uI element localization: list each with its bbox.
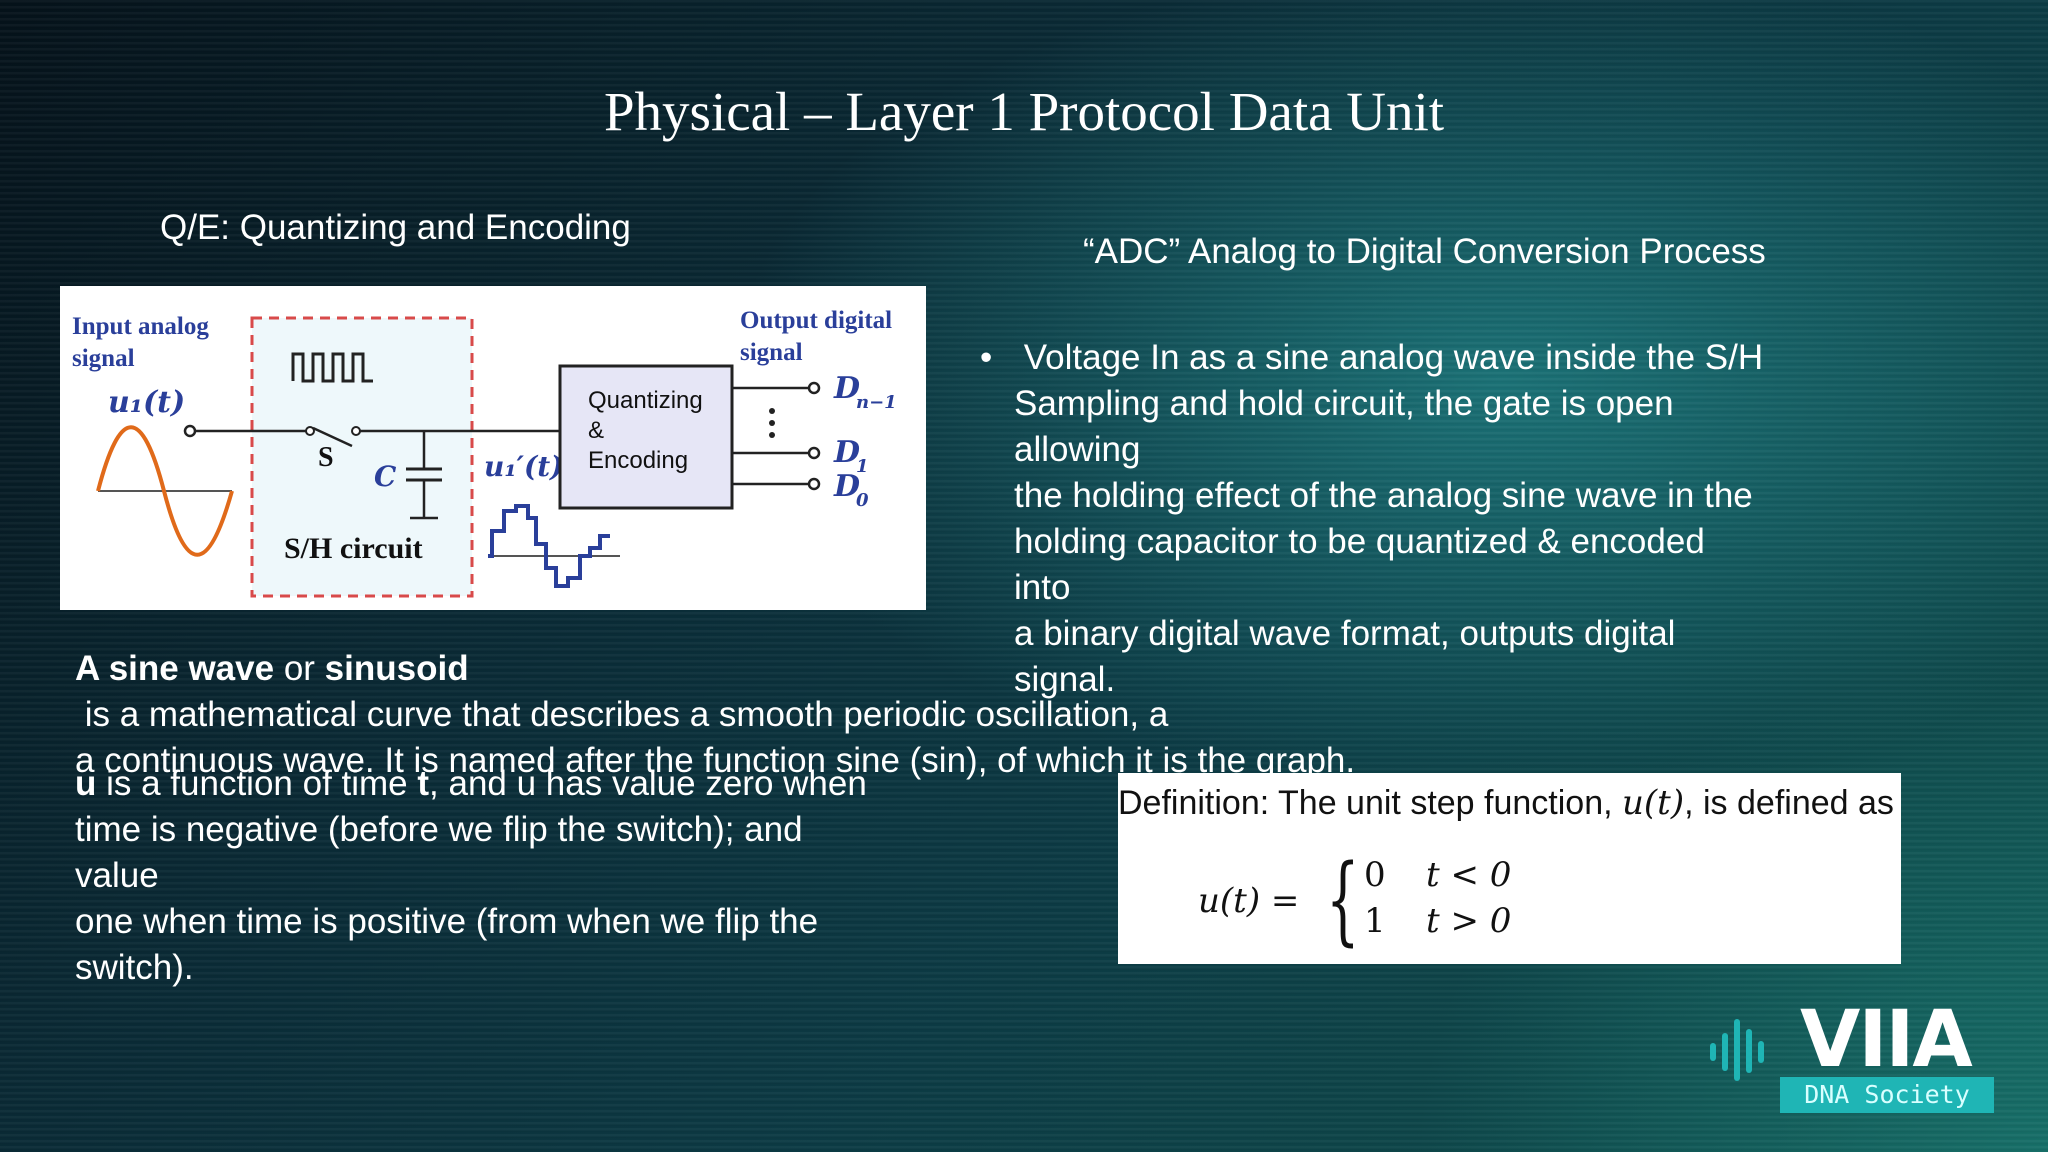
input-label-line2: signal: [72, 345, 135, 372]
switch-icon: [312, 426, 353, 448]
held-signal-variable: u₁′(t): [484, 450, 563, 483]
formula-row1-value: 0: [1364, 855, 1386, 895]
output-label-bottom-sub: 0: [856, 490, 869, 511]
sinusoid-term-bold: sinusoid: [324, 649, 469, 688]
formula-row2-condition: t > 0: [1426, 901, 1512, 941]
switch-label: S: [318, 442, 334, 473]
output-label-bottom: D: [833, 469, 860, 504]
unit-step-formula: u(t) = { 0 t < 0 1 t > 0: [1198, 845, 1798, 961]
bullet-marker: •: [980, 338, 993, 377]
input-variable: u₁(t): [108, 385, 185, 420]
bullet-text: Voltage In as a sine analog wave inside …: [1014, 335, 1764, 703]
output-terminal-mid: [807, 446, 821, 460]
output-label-mid: D: [833, 435, 860, 470]
u-text: is a function of time: [96, 764, 418, 803]
output-label-top-sub: n−1: [856, 392, 897, 413]
output-label-top: D: [833, 371, 860, 406]
logo-name: VIIA: [1800, 995, 1973, 1085]
definition-function: u(t): [1622, 783, 1685, 823]
ellipsis-dot-2: [769, 420, 775, 426]
slide-title: Physical – Layer 1 Protocol Data Unit: [603, 81, 1445, 142]
bullet-line: Voltage In as a sine analog wave inside …: [1014, 338, 1764, 377]
sine-text: is a mathematical curve that describes a…: [75, 695, 1169, 734]
viia-logo: VIIA DNA Society: [1700, 995, 2000, 1115]
sine-wave-paragraph: A sine wave or sinusoid is a mathematica…: [75, 646, 1475, 784]
held-staircase-wave: [488, 504, 610, 588]
adc-bullet: • Voltage In as a sine analog wave insid…: [980, 335, 1764, 703]
t-term-bold: t: [417, 764, 430, 803]
left-heading: Q/E: Quantizing and Encoding: [160, 208, 631, 247]
bullet-line: Sampling and hold circuit, the gate is o…: [1014, 384, 1674, 469]
sine-text: or: [274, 649, 325, 688]
sh-circuit-label: S/H circuit: [284, 532, 423, 565]
sample-hold-diagram-svg: Input analog signal u₁(t) S C S/H circui…: [72, 307, 897, 598]
formula-row-2: 1 t > 0: [1364, 901, 1511, 941]
definition-suffix: , is defined as: [1684, 784, 1894, 822]
u-text-line2: time is negative (before we flip the swi…: [75, 810, 803, 895]
formula-row2-value: 1: [1364, 901, 1386, 941]
right-heading: “ADC” Analog to Digital Conversion Proce…: [1083, 232, 1766, 271]
output-terminal-bottom: [807, 477, 821, 491]
definition-prefix: Definition: The unit step function,: [1118, 784, 1623, 822]
unit-step-definition-box: Definition: The unit step function, u(t)…: [1118, 773, 1901, 964]
sine-term-bold: A sine wave: [75, 649, 275, 688]
u-text: , and u has value zero when: [429, 764, 867, 803]
formula-row-1: 0 t < 0: [1364, 855, 1511, 895]
ellipsis-dot-1: [769, 408, 775, 414]
block-label-line1: Quantizing: [588, 387, 703, 414]
definition-line: Definition: The unit step function, u(t)…: [1118, 783, 1901, 823]
logo-subtitle: DNA Society: [1780, 1077, 1994, 1113]
input-label-line1: Input analog: [72, 313, 209, 340]
u-text-line3: one when time is positive (from when we …: [75, 902, 819, 987]
bullet-line: the holding effect of the analog sine wa…: [1014, 476, 1753, 515]
quantizing-encoding-block: [558, 364, 734, 510]
output-label-line2: signal: [740, 339, 803, 366]
output-label-mid-sub: 1: [856, 456, 869, 477]
block-label-line3: Encoding: [588, 447, 688, 474]
output-terminal-top: [807, 381, 821, 395]
output-label-line1: Output digital: [740, 307, 892, 334]
bullet-line: holding capacitor to be quantized & enco…: [1014, 522, 1705, 607]
switch-terminal-right: [351, 426, 361, 436]
formula-brace: {: [1326, 844, 1360, 956]
u-term-bold: u: [75, 764, 97, 803]
switch-terminal-left: [305, 426, 315, 436]
unit-step-paragraph: u is a function of time t, and u has val…: [75, 761, 895, 991]
input-terminal: [183, 424, 197, 438]
input-sine-wave: [96, 425, 234, 557]
clock-pulse-icon: [291, 352, 373, 383]
block-label-line2: &: [588, 417, 604, 444]
bullet-line: a binary digital wave format, outputs di…: [1014, 614, 1676, 699]
ellipsis-dot-3: [769, 432, 775, 438]
formula-lhs: u(t) =: [1198, 881, 1300, 921]
formula-row1-condition: t < 0: [1426, 855, 1512, 895]
capacitor-label: C: [374, 460, 397, 493]
soundwave-icon: [1710, 1019, 1764, 1081]
sample-hold-diagram: Input analog signal u₁(t) S C S/H circui…: [60, 286, 926, 610]
